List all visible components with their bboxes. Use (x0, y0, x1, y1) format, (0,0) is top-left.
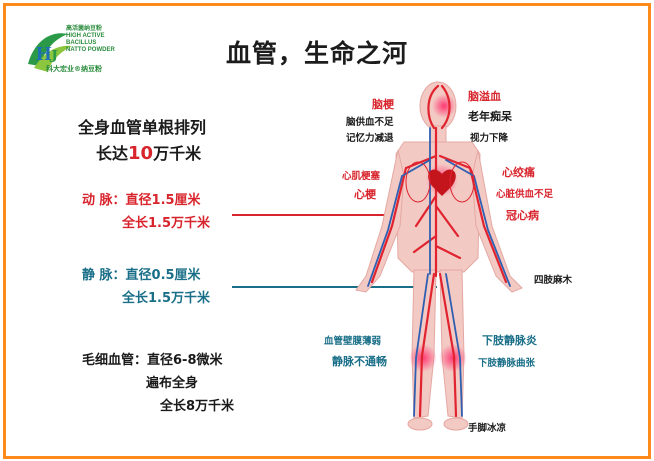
brand-logo-icon: H J (28, 33, 72, 72)
total-length-post: 万千米 (153, 144, 202, 163)
label-heart-ischemia: 心脏供血不足 (496, 189, 554, 200)
vein-length: 全长1.5万千米 (122, 291, 211, 306)
page-title: 血管，生命之河 (226, 39, 409, 68)
capillary-distribution: 遍布全身 (146, 376, 199, 391)
capillary-diameter: 毛细血管：直径6-8微米 (82, 353, 223, 368)
artery-pointer-line (232, 214, 402, 216)
label-phlebitis: 下肢静脉炎 (482, 334, 537, 347)
label-vein-obstruction: 静脉不通畅 (332, 355, 387, 368)
logo-subtitle: 科大宏业®纳豆粉 (46, 65, 102, 73)
artery-diameter: 动 脉：直径1.5厘米 (82, 193, 201, 208)
label-brain-insufficiency: 脑供血不足 (346, 117, 394, 128)
label-dementia: 老年痴呆 (468, 110, 512, 123)
label-weak-vessel-wall: 血管壁膜薄弱 (324, 336, 382, 347)
label-cerebral-hemorrhage: 脑溢血 (468, 90, 501, 103)
poster-frame: H J 高活菌纳豆粉 HIGH ACTIVE BACILLUS NATTO PO… (3, 3, 651, 459)
logo-line-4: NATTO POWDER (66, 47, 115, 53)
label-cold-extremities: 手脚冰凉 (468, 423, 507, 434)
label-heart-attack: 心梗 (354, 188, 376, 201)
label-limb-numbness: 四肢麻木 (534, 275, 573, 286)
total-length-number: 10 (128, 143, 154, 164)
label-varicose-veins: 下肢静脉曲张 (478, 358, 536, 369)
label-angina: 心绞痛 (502, 166, 535, 179)
capillary-length: 全长8万千米 (160, 399, 235, 414)
label-myocardial-infarction: 心肌梗塞 (342, 171, 381, 182)
label-brain-infarction: 脑梗 (372, 98, 394, 111)
logo-line-2: HIGH ACTIVE (66, 33, 105, 39)
label-coronary-disease: 冠心病 (506, 209, 539, 222)
vein-diameter: 静 脉：直径0.5厘米 (82, 268, 201, 283)
human-circulatory-figure-icon (355, 81, 523, 431)
artery-length: 全长1.5万千米 (122, 216, 211, 231)
vein-pointer-line (232, 286, 437, 288)
total-length-heading: 全身血管单根排列 (78, 118, 207, 137)
svg-text:H: H (36, 43, 52, 65)
label-memory-loss: 记忆力减退 (346, 133, 394, 144)
total-length-pre: 长达 (96, 144, 129, 163)
total-length-value: 长达10万千米 (96, 140, 201, 164)
svg-text:J: J (49, 46, 58, 66)
label-vision-decline: 视力下降 (470, 133, 509, 144)
logo-line-3: BACILLUS (66, 40, 97, 46)
logo-wordmark: 高活菌纳豆粉 HIGH ACTIVE BACILLUS NATTO POWDER (66, 26, 115, 54)
logo-line-1: 高活菌纳豆粉 (66, 26, 103, 32)
